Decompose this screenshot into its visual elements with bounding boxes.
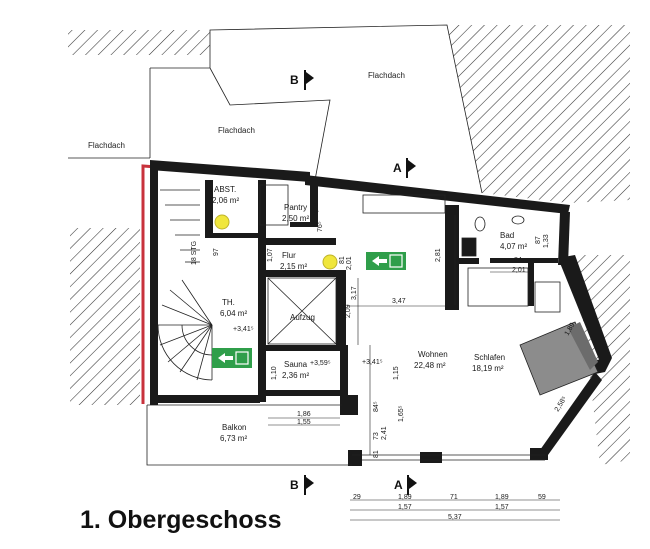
dim-110: 1,10: [271, 366, 278, 380]
dim-189a: 1,89: [398, 494, 412, 501]
svg-text:B: B: [290, 73, 299, 87]
svg-text:B: B: [290, 478, 299, 492]
level-sauna: +3,59⁵: [310, 360, 331, 367]
dim-59: 59: [538, 494, 546, 501]
room-pantry-name: Pantry: [284, 203, 307, 212]
room-balkon-area: 6,73 m²: [220, 434, 247, 443]
section-marker-b-top: B: [290, 70, 314, 90]
dim-201: 2,01: [346, 256, 353, 270]
hatch-top-right: [447, 25, 630, 203]
room-th-area: 6,04 m²: [220, 309, 247, 318]
dimension-lines: [268, 215, 560, 521]
dim-129: 1,29: [313, 202, 320, 216]
room-pantry-area: 2,50 m²: [282, 214, 309, 223]
hatch-top-left: [68, 30, 210, 55]
section-marker-a-bottom: A: [394, 475, 417, 495]
light-flur-icon: [322, 254, 338, 270]
dim-87: 87: [535, 236, 542, 244]
dim-317: 3,17: [351, 286, 358, 300]
room-flur-name: Flur: [282, 251, 296, 260]
dim-29: 29: [353, 494, 361, 501]
dim-133: 1,33: [543, 234, 550, 248]
room-th-name: TH.: [222, 298, 235, 307]
room-flur-area: 2,15 m²: [280, 262, 307, 271]
dim-241: 2,41: [381, 426, 388, 440]
dim-97: 97: [213, 248, 220, 256]
svg-text:A: A: [394, 478, 403, 492]
room-bad-area: 4,07 m²: [500, 242, 527, 251]
room-sauna-area: 2,36 m²: [282, 371, 309, 380]
dim-107: 1,07: [267, 248, 274, 262]
room-aufzug-name: Aufzug: [290, 313, 315, 322]
interior-walls: [158, 180, 558, 403]
dim-81: 81: [339, 256, 346, 264]
dim-209: 2,09: [345, 304, 352, 318]
dim-537: 5,37: [448, 514, 462, 521]
dim-186: 1,86: [297, 411, 311, 418]
light-abst-icon: [214, 214, 230, 230]
stair-label: 18 STG: [191, 241, 198, 265]
roof-outlines: [68, 24, 483, 194]
dim-84b: 84⁵: [373, 401, 380, 412]
dim-84: 84: [514, 257, 522, 264]
section-marker-a-top: A: [393, 158, 416, 178]
exterior-walls: [150, 160, 612, 466]
thin-lines: [146, 184, 561, 466]
page-title: 1. Obergeschoss: [80, 506, 281, 534]
dim-73: 73: [373, 432, 380, 440]
section-marker-b-bottom: B: [290, 475, 314, 495]
level-th: +3,41⁵: [233, 326, 254, 333]
dim-201b: 2,01: [512, 267, 526, 274]
roof-label-mid: Flachdach: [218, 126, 255, 135]
room-sauna-name: Sauna: [284, 360, 308, 369]
room-bad-name: Bad: [500, 231, 514, 240]
dim-347: 3,47: [392, 298, 406, 305]
dim-157b: 1,57: [495, 504, 509, 511]
dim-165: 1,65⁵: [398, 405, 405, 422]
room-wohnen-name: Wohnen: [418, 350, 448, 359]
room-balkon-name: Balkon: [222, 423, 246, 432]
dim-281: 2,81: [435, 248, 442, 262]
hatch-left: [70, 228, 140, 405]
dim-258: 2,58⁵: [554, 395, 569, 413]
spiral-stair: [157, 189, 213, 381]
level-flur-sauna: +3,41⁵: [362, 359, 383, 366]
dim-81b: 81: [373, 450, 380, 458]
room-schlafen-name: Schlafen: [474, 353, 505, 362]
svg-text:A: A: [393, 161, 402, 175]
dim-157a: 1,57: [398, 504, 412, 511]
bed: [519, 321, 599, 396]
roof-label-top: Flachdach: [368, 71, 405, 80]
room-schlafen-area: 18,19 m²: [472, 364, 504, 373]
room-abst-area: 2,06 m²: [212, 196, 239, 205]
dim-155: 1,55: [297, 419, 311, 426]
room-abst-name: ABST.: [214, 185, 236, 194]
exit-sign-flur-icon: [366, 252, 406, 270]
bath-fixtures: [461, 215, 525, 257]
dim-189b: 1,89: [495, 494, 509, 501]
roof-label-left: Flachdach: [88, 141, 125, 150]
dim-115: 1,15: [393, 366, 400, 380]
dim-71: 71: [450, 494, 458, 501]
exit-sign-th-icon: [212, 348, 252, 368]
room-wohnen-area: 22,48 m²: [414, 361, 446, 370]
dim-76: 76⁵: [317, 221, 324, 232]
